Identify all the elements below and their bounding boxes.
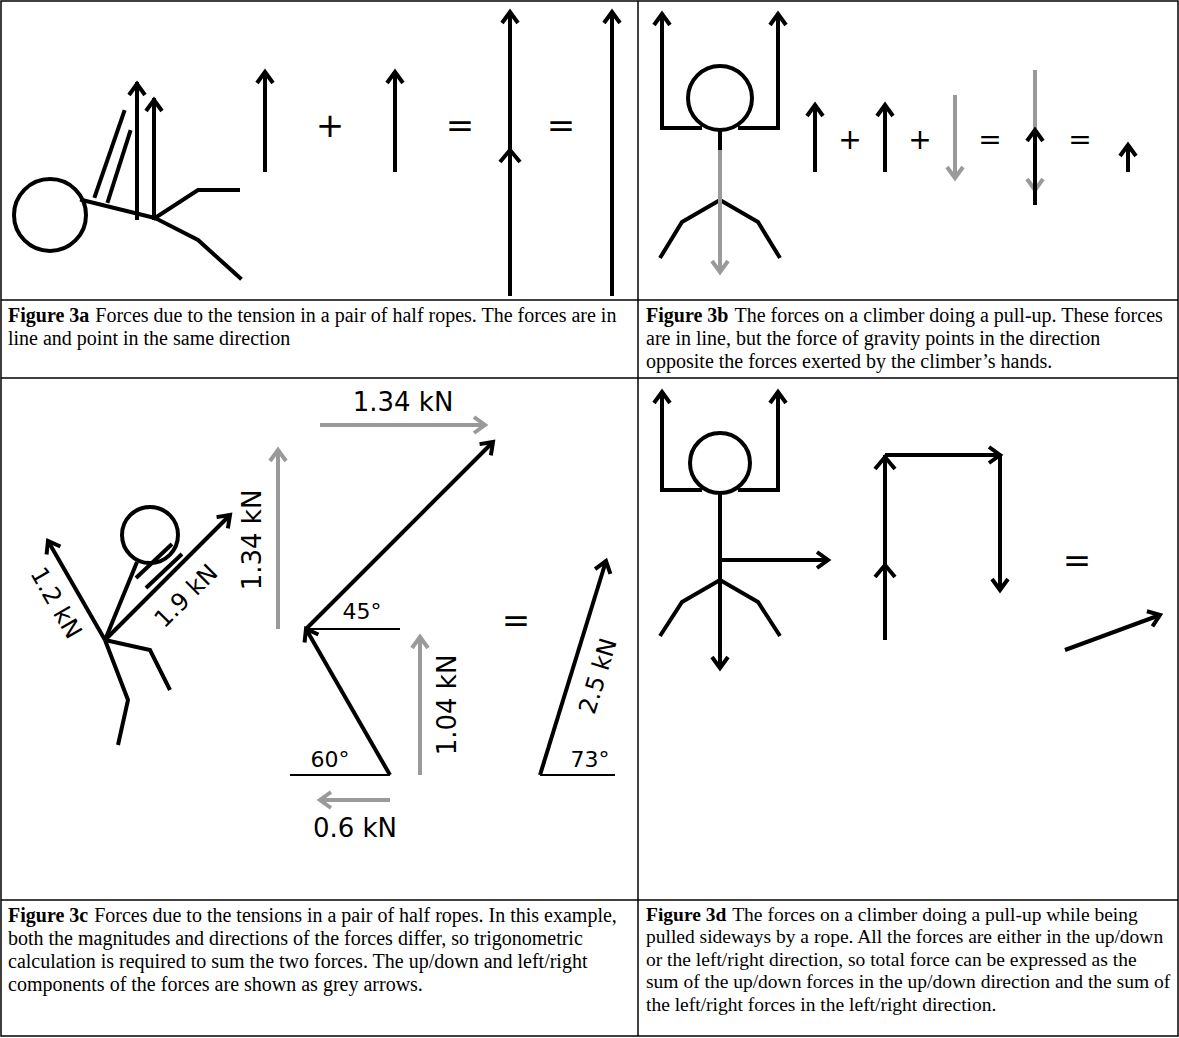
caption-text: Forces due to the tension in a pair of h… bbox=[8, 304, 616, 349]
force-value: 1.9 kN bbox=[150, 560, 222, 632]
force-value: 1.34 kN bbox=[353, 389, 454, 415]
force-value: 2.5 kN bbox=[575, 635, 621, 716]
equals-sign: = bbox=[547, 108, 576, 142]
equals-sign: = bbox=[978, 126, 1001, 154]
angle-value: 45° bbox=[343, 601, 382, 623]
force-value: 1.2 kN bbox=[26, 563, 86, 642]
caption-cell: Figure 3bThe forces on a climber doing a… bbox=[646, 304, 1172, 373]
equals-sign: = bbox=[1068, 126, 1091, 154]
climber-3d bbox=[660, 392, 828, 668]
equals-sign: = bbox=[1063, 543, 1092, 577]
caption-cell: Figure 3cForces due to the tensions in a… bbox=[8, 904, 630, 996]
caption-heading: Figure 3a bbox=[8, 304, 89, 326]
caption-cell: Figure 3aForces due to the tension in a … bbox=[8, 304, 630, 350]
caption-cell: Figure 3dThe forces on a climber doing a… bbox=[646, 904, 1172, 1016]
caption-text: Forces due to the tensions in a pair of … bbox=[8, 904, 617, 995]
plus-sign: + bbox=[316, 108, 345, 142]
angle-value: 73° bbox=[571, 749, 610, 771]
caption-heading: Figure 3c bbox=[8, 904, 88, 926]
climber-3a bbox=[14, 84, 240, 278]
vector-sum-3d bbox=[875, 455, 1160, 650]
plus-sign: + bbox=[838, 126, 861, 154]
equals-sign: = bbox=[446, 108, 475, 142]
angle-value: 60° bbox=[311, 749, 350, 771]
caption-heading: Figure 3b bbox=[646, 304, 728, 326]
vector-sum-3b bbox=[815, 70, 1128, 205]
vector-sum-3c bbox=[278, 425, 615, 800]
force-value: 1.04 kN bbox=[434, 655, 460, 756]
plus-sign: + bbox=[908, 126, 931, 154]
force-value: 0.6 kN bbox=[313, 815, 397, 841]
caption-heading: Figure 3d bbox=[646, 904, 726, 925]
equals-sign: = bbox=[502, 603, 531, 637]
force-value: 1.34 kN bbox=[239, 490, 265, 591]
vector-sum-3a bbox=[265, 12, 612, 296]
climber-3b bbox=[660, 14, 780, 272]
